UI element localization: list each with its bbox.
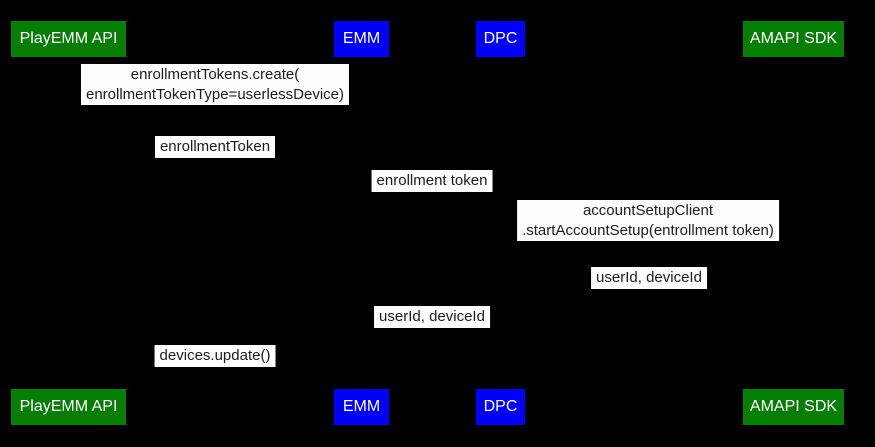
actor-amapi-sdk-top: AMAPI SDK [743,21,844,57]
message-enrollment-tokens-create: enrollmentTokens.create( enrollmentToken… [80,64,350,105]
message-line: enrollment token [376,172,488,189]
actor-dpc-top: DPC [476,21,525,57]
message-userid-deviceid-to-dpc: userId, deviceId [591,267,707,289]
message-devices-update: devices.update() [154,345,276,367]
message-line: userId, deviceId [379,308,485,325]
message-start-account-setup: accountSetupClient .startAccountSetup(en… [517,200,779,241]
message-enrollment-token-return: enrollmentToken [154,136,276,158]
actor-emm-bottom: EMM [334,389,389,425]
message-line: devices.update() [159,347,271,364]
message-userid-deviceid-to-emm: userId, deviceId [374,306,490,328]
actor-playemm-api-bottom: PlayEMM API [11,389,126,425]
message-line: enrollmentTokenType=userlessDevice) [85,85,345,103]
message-line: userId, deviceId [596,269,702,286]
actor-playemm-api-top: PlayEMM API [11,21,126,57]
actor-emm-top: EMM [334,21,389,57]
message-line: accountSetupClient [582,202,714,219]
actor-amapi-sdk-bottom: AMAPI SDK [743,389,844,425]
actor-dpc-bottom: DPC [476,389,525,425]
message-enrollment-token-to-dpc: enrollment token [371,170,493,192]
message-line: enrollmentToken [159,138,271,155]
message-line: enrollmentTokens.create( [130,66,300,83]
message-line: .startAccountSetup(entrollment token) [522,221,774,239]
